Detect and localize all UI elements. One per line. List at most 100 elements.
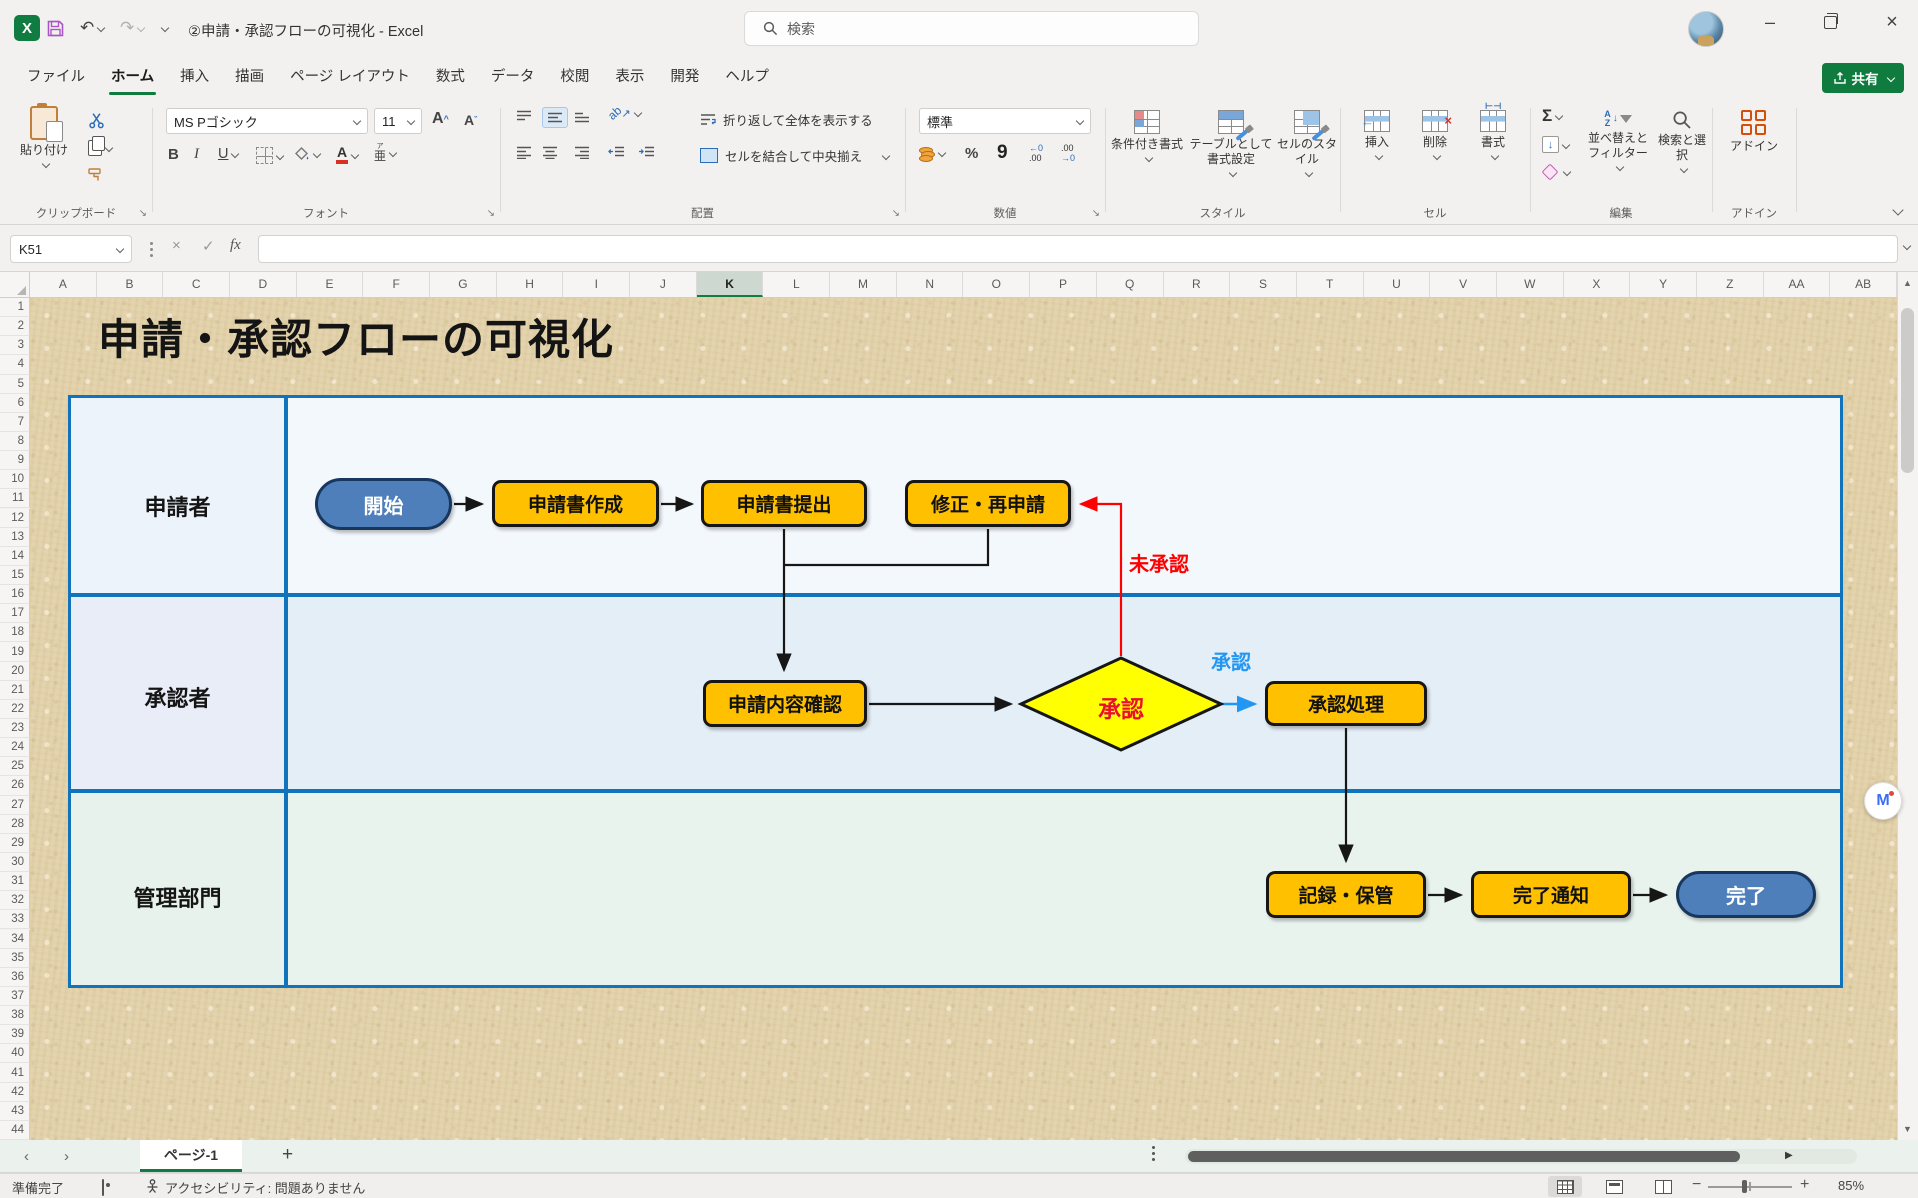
vertical-scrollbar-thumb[interactable] — [1901, 308, 1914, 473]
column-header-H[interactable]: H — [497, 272, 564, 297]
column-header-N[interactable]: N — [897, 272, 964, 297]
font-dialog-launcher[interactable]: ↘ — [486, 208, 495, 219]
menu-tab-10[interactable]: ヘルプ — [725, 69, 769, 85]
addins-button[interactable]: アドイン — [1730, 110, 1778, 154]
menu-tab-5[interactable]: 数式 — [435, 69, 465, 85]
column-header-Z[interactable]: Z — [1697, 272, 1764, 297]
row-header-22[interactable]: 22 — [0, 699, 30, 719]
column-header-J[interactable]: J — [630, 272, 697, 297]
scroll-down-arrow[interactable]: ▼ — [1903, 1124, 1912, 1134]
merge-center-button[interactable]: セルを結合して中央揃え — [700, 146, 891, 165]
font-size-select[interactable]: 11 — [374, 108, 422, 134]
cancel-button[interactable]: × — [172, 237, 181, 254]
row-header-25[interactable]: 25 — [0, 757, 30, 777]
zoom-slider-thumb[interactable] — [1742, 1180, 1747, 1193]
row-header-21[interactable]: 21 — [0, 680, 30, 700]
clear-button[interactable] — [1541, 163, 1572, 181]
prev-sheet-button[interactable]: ‹ — [24, 1148, 29, 1165]
node-record-store[interactable]: 記録・保管 — [1266, 871, 1426, 918]
increase-indent-button[interactable] — [638, 146, 655, 159]
menu-tab-1[interactable]: ホーム — [98, 57, 167, 98]
menu-tab-3[interactable]: 描画 — [235, 69, 265, 85]
enter-button[interactable]: ✓ — [202, 238, 215, 255]
share-button[interactable]: 共有 — [1822, 63, 1904, 93]
row-header-39[interactable]: 39 — [0, 1025, 30, 1045]
menu-tab-7[interactable]: 校閲 — [560, 69, 590, 85]
format-cells-button[interactable]: ⊢⊣ 書式 — [1468, 102, 1518, 161]
column-header-W[interactable]: W — [1497, 272, 1564, 297]
font-color-button[interactable]: A — [336, 144, 360, 165]
accounting-format-button[interactable] — [919, 146, 947, 162]
row-header-33[interactable]: 33 — [0, 910, 30, 930]
column-header-R[interactable]: R — [1164, 272, 1231, 297]
row-header-7[interactable]: 7 — [0, 412, 30, 432]
column-header-O[interactable]: O — [964, 272, 1031, 297]
row-header-28[interactable]: 28 — [0, 814, 30, 834]
column-header-L[interactable]: L — [763, 272, 831, 297]
page-layout-view-button[interactable] — [1597, 1176, 1631, 1197]
excel-logo-icon[interactable]: X — [14, 15, 40, 41]
expand-formula-bar-button[interactable] — [1902, 241, 1912, 251]
row-header-35[interactable]: 35 — [0, 948, 30, 968]
find-select-button[interactable]: 検索と選択 — [1656, 110, 1708, 174]
column-header-Q[interactable]: Q — [1097, 272, 1164, 297]
align-top-button[interactable] — [516, 110, 532, 123]
row-header-2[interactable]: 2 — [0, 317, 30, 337]
search-input[interactable]: 検索 — [744, 11, 1199, 46]
column-header-V[interactable]: V — [1430, 272, 1497, 297]
column-header-F[interactable]: F — [363, 272, 431, 297]
row-header-4[interactable]: 4 — [0, 355, 30, 375]
percent-style-button[interactable]: % — [965, 145, 978, 162]
bold-button[interactable]: B — [168, 146, 179, 163]
row-header-12[interactable]: 12 — [0, 508, 30, 528]
insert-function-button[interactable]: fx — [230, 237, 241, 253]
align-bottom-button[interactable] — [574, 110, 590, 123]
copy-button[interactable] — [88, 136, 114, 156]
column-header-AA[interactable]: AA — [1764, 272, 1831, 297]
row-header-3[interactable]: 3 — [0, 336, 30, 356]
tab-scroll-split-handle[interactable] — [1152, 1146, 1155, 1149]
vertical-scrollbar[interactable]: ▲ ▼ — [1897, 272, 1918, 1140]
select-all-corner[interactable] — [0, 272, 30, 298]
zoom-in-button[interactable]: + — [1800, 1176, 1810, 1193]
horizontal-scrollbar-thumb[interactable] — [1188, 1151, 1740, 1162]
row-header-32[interactable]: 32 — [0, 891, 30, 911]
avatar[interactable] — [1688, 11, 1724, 47]
node-approval-processing[interactable]: 承認処理 — [1265, 681, 1427, 726]
column-header-AB[interactable]: AB — [1830, 272, 1897, 297]
node-end[interactable]: 完了 — [1676, 871, 1816, 918]
worksheet[interactable]: 申請・承認フローの可視化 申請者 承認者 管理部門 — [30, 298, 1897, 1140]
row-header-14[interactable]: 14 — [0, 546, 30, 566]
row-header-34[interactable]: 34 — [0, 929, 30, 949]
column-header-M[interactable]: M — [830, 272, 897, 297]
decision-diamond[interactable] — [1017, 656, 1225, 752]
number-format-select[interactable]: 標準 — [919, 108, 1091, 134]
column-header-C[interactable]: C — [163, 272, 231, 297]
scroll-right-arrow[interactable]: ▶ — [1785, 1150, 1793, 1161]
row-header-5[interactable]: 5 — [0, 374, 30, 394]
column-header-U[interactable]: U — [1364, 272, 1431, 297]
underline-button[interactable]: U — [218, 146, 240, 162]
conditional-formatting-button[interactable]: 条件付き書式 — [1111, 110, 1183, 163]
row-header-16[interactable]: 16 — [0, 585, 30, 605]
sheet-tab-active[interactable]: ページ-1 — [140, 1140, 242, 1172]
fill-color-button[interactable] — [294, 146, 322, 162]
close-button[interactable]: × — [1886, 10, 1898, 33]
save-button[interactable] — [46, 14, 65, 42]
row-header-19[interactable]: 19 — [0, 642, 30, 662]
formula-input[interactable] — [258, 235, 1898, 263]
collapse-ribbon-button[interactable] — [1892, 204, 1904, 216]
column-header-T[interactable]: T — [1297, 272, 1364, 297]
delete-cells-button[interactable]: × 削除 — [1410, 110, 1460, 161]
column-header-I[interactable]: I — [563, 272, 631, 297]
column-header-K[interactable]: K — [696, 272, 764, 297]
node-review-content[interactable]: 申請内容確認 — [703, 680, 867, 727]
decrease-decimal-button[interactable]: .00→0 — [1061, 143, 1076, 163]
name-box[interactable]: K51 — [10, 235, 132, 263]
row-header-30[interactable]: 30 — [0, 852, 30, 873]
node-submit-application[interactable]: 申請書提出 — [701, 480, 867, 527]
macro-record-icon[interactable] — [102, 1179, 104, 1196]
row-header-26[interactable]: 26 — [0, 776, 30, 796]
row-header-1[interactable]: 1 — [0, 298, 30, 318]
